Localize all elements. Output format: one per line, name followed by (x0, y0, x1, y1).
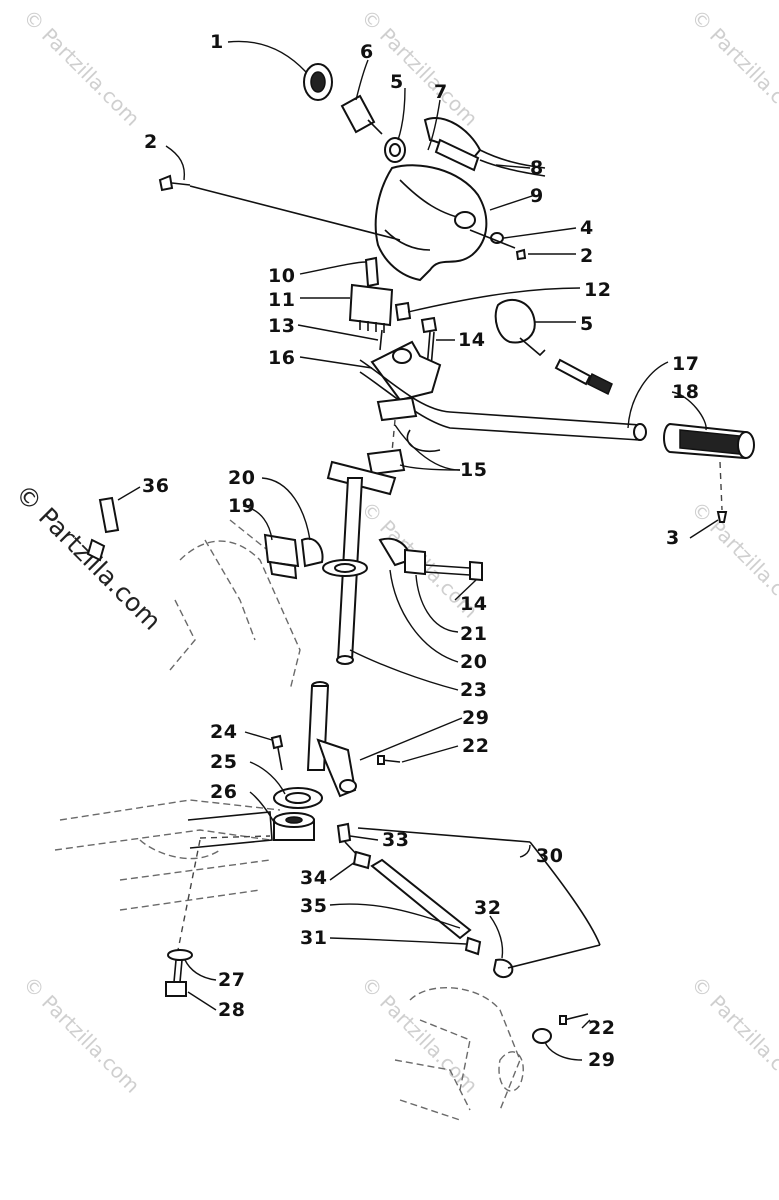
watermark: © Partzilla.com (686, 972, 779, 1098)
callout-1: 1 (210, 31, 224, 53)
handlebar-clamp (366, 396, 418, 476)
ignition-key (340, 94, 383, 135)
watermark: © Partzilla.com (686, 497, 779, 623)
watermark: © Partzilla.com (18, 972, 144, 1098)
callout-21: 21 (460, 623, 487, 645)
callout-10: 10 (268, 265, 295, 287)
bolt-bottom (165, 959, 187, 997)
castle-nut-lower (532, 1028, 552, 1044)
callout-2: 2 (144, 131, 158, 153)
callout-17: 17 (672, 353, 699, 375)
watermark: © Partzilla.com (356, 5, 482, 131)
handlebar-grip (663, 422, 755, 460)
callout-34: 34 (300, 867, 327, 889)
bushing (273, 812, 315, 841)
callout-20: 20 (228, 467, 255, 489)
leader-lines (117, 40, 719, 1061)
cotter-pin-upper (377, 755, 401, 765)
tie-rod-assembly-outline (357, 827, 601, 969)
bearing-block-right (378, 537, 426, 576)
callout-35: 35 (300, 895, 327, 917)
watermark: © Partzilla.com (18, 5, 144, 131)
watermark: © Partzilla.com (356, 972, 482, 1098)
callout-30: 30 (536, 845, 563, 867)
washer-bottom (167, 949, 193, 961)
steering-post-lower (306, 681, 357, 798)
bearing-block-left (263, 533, 324, 580)
callout-29: 29 (462, 707, 489, 729)
throttle-housing (494, 298, 613, 396)
bolt-lower (424, 560, 483, 582)
callout-labels: 1 2 6 5 7 8 9 4 2 10 11 12 13 14 5 16 17… (142, 31, 699, 1071)
callout-12: 12 (584, 279, 611, 301)
callout-22: 22 (462, 735, 489, 757)
frame-spacer (86, 496, 120, 562)
washer-screw-right (469, 229, 527, 261)
frame-outline (54, 519, 524, 1121)
switch-cap (303, 63, 333, 101)
callout-8: 8 (530, 157, 544, 179)
grip-rivet (716, 461, 728, 523)
callout-19: 19 (228, 495, 255, 517)
callout-4: 4 (580, 217, 594, 239)
callout-24: 24 (210, 721, 237, 743)
callout-22: 22 (588, 1017, 615, 1039)
callout-31: 31 (300, 927, 327, 949)
nut-upper (384, 137, 406, 163)
cotter-pin-lower (559, 1013, 589, 1025)
callout-3: 3 (666, 527, 680, 549)
callout-29: 29 (588, 1049, 615, 1071)
callout-7: 7 (434, 81, 448, 103)
callout-23: 23 (460, 679, 487, 701)
callout-11: 11 (268, 289, 295, 311)
callout-26: 26 (210, 781, 237, 803)
callout-9: 9 (530, 185, 544, 207)
callout-36: 36 (142, 475, 169, 497)
tie-rod (336, 822, 514, 978)
watermark: © Partzilla.com (10, 479, 167, 636)
callout-28: 28 (218, 999, 245, 1021)
callout-5: 5 (580, 313, 594, 335)
callout-15: 15 (460, 459, 487, 481)
watermark: © Partzilla.com (686, 5, 779, 131)
callout-6: 6 (360, 41, 374, 63)
callout-32: 32 (474, 897, 501, 919)
switch-block (348, 256, 412, 351)
callout-20: 20 (460, 651, 487, 673)
callout-14: 14 (460, 593, 487, 615)
screw-left (158, 174, 401, 241)
callout-27: 27 (218, 969, 245, 991)
callout-18: 18 (672, 381, 699, 403)
mount-bracket (370, 340, 442, 402)
callout-25: 25 (210, 751, 237, 773)
callout-33: 33 (382, 829, 409, 851)
dashed-axis-lower (177, 811, 273, 951)
callout-5: 5 (390, 71, 404, 93)
callout-14: 14 (458, 329, 485, 351)
callout-2: 2 (580, 245, 594, 267)
pitman-bolt (270, 734, 284, 771)
bushing-ring (273, 787, 323, 809)
callout-13: 13 (268, 315, 295, 337)
collar (322, 559, 368, 577)
callout-16: 16 (268, 347, 295, 369)
